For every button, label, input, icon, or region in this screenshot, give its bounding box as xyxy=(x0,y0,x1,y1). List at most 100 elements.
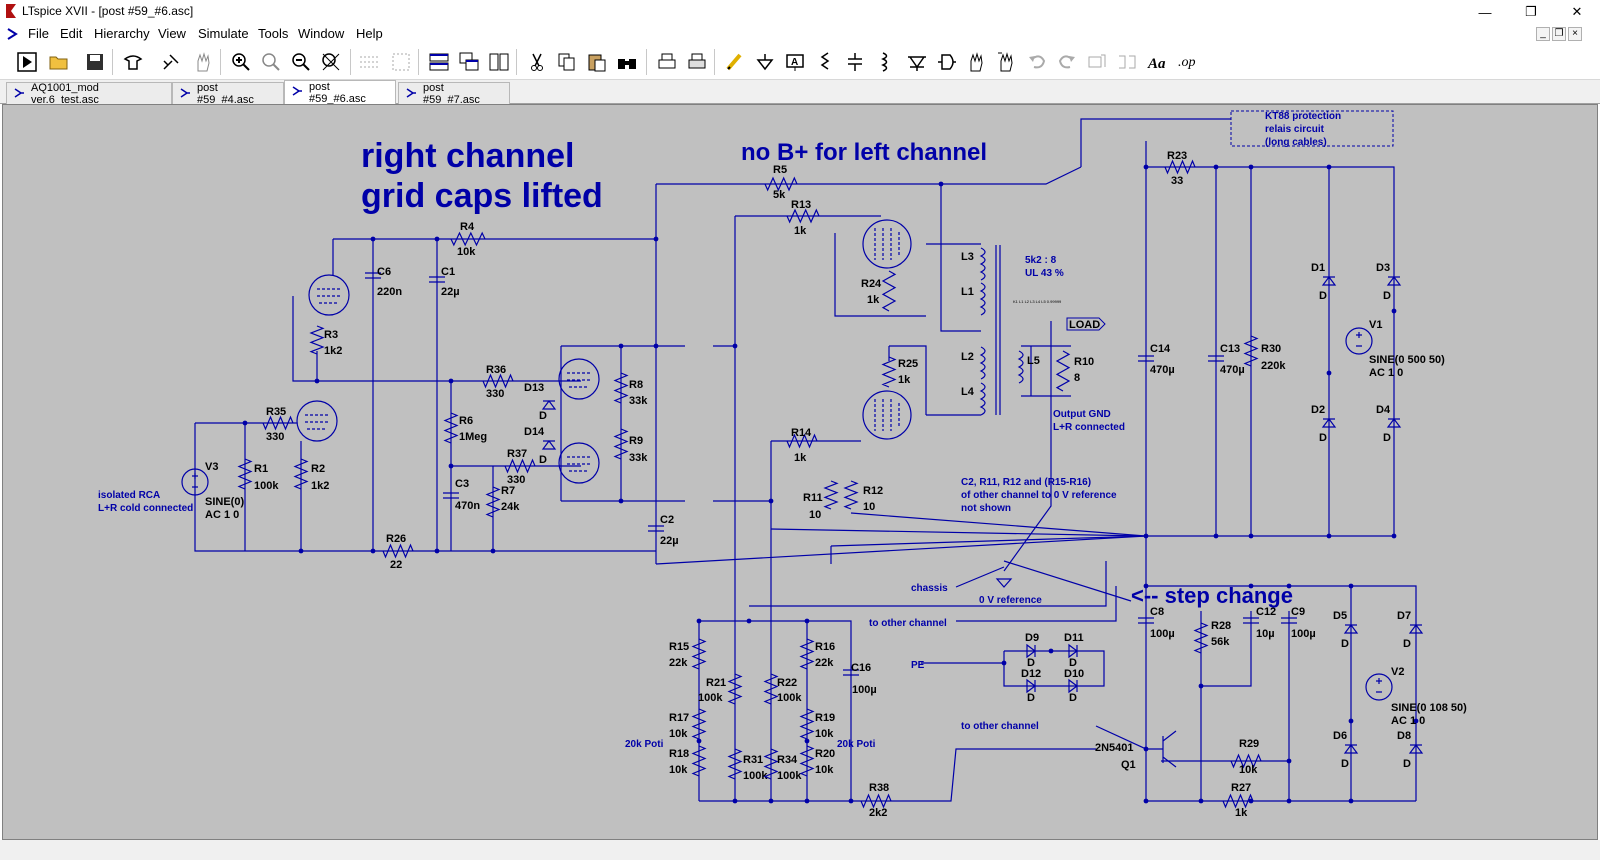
junction-dot xyxy=(1391,533,1397,539)
drag-icon[interactable] xyxy=(994,49,1020,75)
d8-ref: D8 xyxy=(1397,730,1411,742)
junction-dot xyxy=(1001,660,1007,666)
print-icon[interactable] xyxy=(654,49,680,75)
r17-ref: R17 xyxy=(669,712,689,724)
mdi-minimize-button[interactable]: _ xyxy=(1536,27,1550,41)
tab-post-59-4[interactable]: post #59_#4.asc xyxy=(172,82,284,106)
resistor-body xyxy=(860,793,892,809)
heading-right-channel: right channel xyxy=(361,137,574,175)
find-icon[interactable] xyxy=(614,49,640,75)
probe-icon[interactable] xyxy=(158,49,184,75)
diode-symbol xyxy=(1408,624,1424,634)
capacitor-icon[interactable] xyxy=(842,49,868,75)
zoom-out-icon[interactable] xyxy=(288,49,314,75)
capacitor-plates xyxy=(648,525,664,532)
mdi-close-button[interactable]: × xyxy=(1568,27,1582,41)
resistor xyxy=(382,543,414,559)
resistor xyxy=(881,356,897,388)
wire xyxy=(850,512,1147,537)
mirror-icon[interactable] xyxy=(1114,49,1140,75)
junction-dot xyxy=(448,463,454,469)
resistor-body xyxy=(764,176,798,192)
note-zero-v: 0 V reference xyxy=(979,595,1042,606)
capacitor xyxy=(429,276,445,283)
diode-symbol xyxy=(1321,418,1337,428)
pan-icon[interactable] xyxy=(190,49,216,75)
r38-value: 2k2 xyxy=(869,807,887,819)
resistor xyxy=(843,480,859,510)
r7-value: 24k xyxy=(501,501,520,513)
r25-ref: R25 xyxy=(898,358,918,370)
tile-horizontal-icon[interactable] xyxy=(426,49,452,75)
resistor-icon[interactable] xyxy=(812,49,838,75)
d8-value: D xyxy=(1403,758,1411,770)
c1-value: 22µ xyxy=(441,286,460,298)
menu-simulate[interactable]: Simulate xyxy=(198,26,249,41)
c16-value: 100µ xyxy=(852,684,877,696)
menu-hierarchy[interactable]: Hierarchy xyxy=(94,26,150,41)
r29-value: 10k xyxy=(1239,764,1258,776)
save-icon[interactable] xyxy=(82,49,108,75)
minimize-button[interactable]: — xyxy=(1478,4,1492,20)
spice-directive-icon[interactable]: .op xyxy=(1176,49,1202,75)
resistor-body xyxy=(293,458,309,490)
cut-icon[interactable] xyxy=(524,49,550,75)
print-setup-icon[interactable] xyxy=(684,49,710,75)
r10-value: 8 xyxy=(1074,372,1080,384)
zoom-in-icon[interactable] xyxy=(228,49,254,75)
c8-value: 100µ xyxy=(1150,628,1175,640)
menu-view[interactable]: View xyxy=(158,26,186,41)
menu-help[interactable]: Help xyxy=(356,26,383,41)
r1-value: 100k xyxy=(254,480,279,492)
tile-vertical-icon[interactable] xyxy=(486,49,512,75)
r23-value: 33 xyxy=(1171,175,1183,187)
undo-icon[interactable] xyxy=(1024,49,1050,75)
label-net-icon[interactable]: A xyxy=(782,49,808,75)
zoom-area-icon[interactable] xyxy=(258,49,284,75)
diode-icon[interactable] xyxy=(904,49,930,75)
copy-icon[interactable] xyxy=(554,49,580,75)
capacitor xyxy=(1138,617,1154,624)
diode-symbol xyxy=(1343,624,1359,634)
menu-file[interactable]: File xyxy=(28,26,49,41)
menu-window[interactable]: Window xyxy=(298,26,345,41)
component-icon[interactable] xyxy=(934,49,960,75)
resistor xyxy=(764,176,798,192)
junction-dot xyxy=(298,548,304,554)
zoom-fit-icon[interactable] xyxy=(318,49,344,75)
open-icon[interactable] xyxy=(46,49,72,75)
c3-ref: C3 xyxy=(455,478,469,490)
note-transformer-ratio: 5k2 : 8 xyxy=(1025,255,1057,266)
diode xyxy=(1408,624,1424,634)
autorange-icon[interactable] xyxy=(356,49,382,75)
menu-tools[interactable]: Tools xyxy=(258,26,289,41)
tab-post-59-6[interactable]: post #59_#6.asc xyxy=(284,80,396,105)
grid-icon[interactable] xyxy=(388,49,414,75)
junction-dot xyxy=(746,618,752,624)
text-icon[interactable]: Aa xyxy=(1146,49,1172,75)
d5-value: D xyxy=(1341,638,1349,650)
close-button[interactable]: ✕ xyxy=(1571,4,1583,19)
tab-aq1001[interactable]: AQ1001_mod ver.6_test.asc xyxy=(6,82,172,106)
run-icon[interactable] xyxy=(14,49,40,75)
inductor xyxy=(979,282,986,316)
restore-button[interactable]: ❐ xyxy=(1525,4,1537,19)
resistor xyxy=(860,793,892,809)
move-icon[interactable] xyxy=(964,49,990,75)
draw-wire-icon[interactable] xyxy=(722,49,748,75)
junction-dot xyxy=(490,548,496,554)
r34-value: 100k xyxy=(777,770,802,782)
r8-value: 33k xyxy=(629,395,648,407)
tube-elements xyxy=(874,228,900,260)
paste-icon[interactable] xyxy=(584,49,610,75)
control-panel-icon[interactable] xyxy=(120,49,146,75)
mdi-restore-button[interactable]: ❐ xyxy=(1552,27,1566,41)
redo-icon[interactable] xyxy=(1054,49,1080,75)
tab-post-59-7[interactable]: post #59_#7.asc xyxy=(398,82,510,106)
menu-edit[interactable]: Edit xyxy=(60,26,83,41)
ground-icon[interactable] xyxy=(752,49,778,75)
rotate-icon[interactable] xyxy=(1084,49,1110,75)
cascade-icon[interactable] xyxy=(456,49,482,75)
inductor-icon[interactable] xyxy=(872,49,898,75)
